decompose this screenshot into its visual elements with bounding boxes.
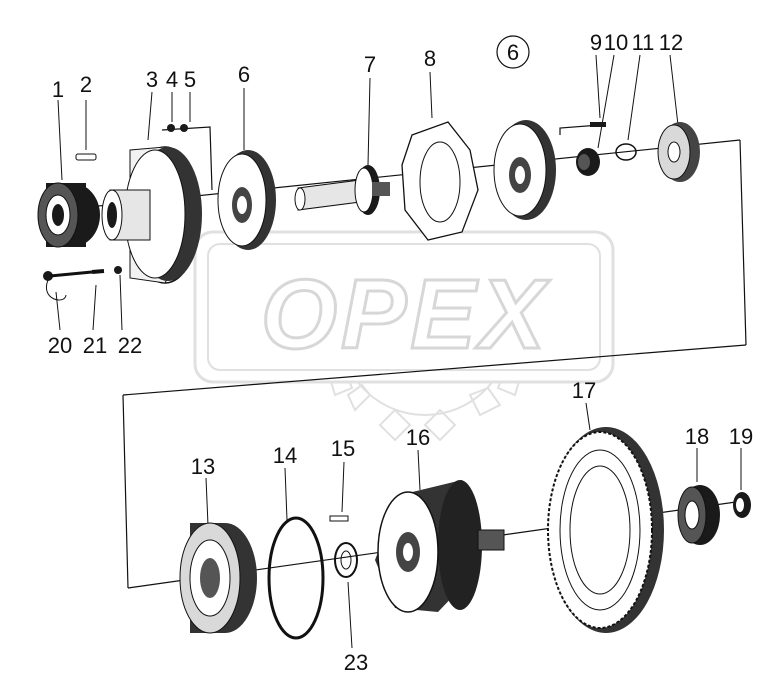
label-part-12: 12 <box>659 30 683 55</box>
label-part-7: 7 <box>364 52 376 77</box>
part-16-clutch-housing <box>375 480 505 613</box>
label-part-4: 4 <box>166 67 178 92</box>
label-part-22: 22 <box>118 333 142 358</box>
part-21-stud <box>91 269 105 274</box>
label-part-21: 21 <box>83 333 107 358</box>
label-part-15: 15 <box>331 436 355 461</box>
watermark-inner-frame <box>207 243 601 371</box>
part-14-o-ring <box>267 516 325 640</box>
part-19-washer <box>733 492 751 518</box>
part-1-bearing <box>37 182 100 248</box>
part-22-washer <box>114 266 122 274</box>
label-part-6-left: 6 <box>238 62 250 87</box>
part-23-washer <box>334 542 358 578</box>
part-10-nut <box>576 148 600 176</box>
label-part-5: 5 <box>184 67 196 92</box>
opex-watermark: OPEX <box>193 230 615 442</box>
watermark-text: OPEX <box>261 259 551 369</box>
label-part-8: 8 <box>424 46 436 71</box>
label-part-14: 14 <box>273 443 297 468</box>
part-6-disc-right <box>493 120 556 220</box>
part-13-drum <box>179 522 257 634</box>
label-part-23: 23 <box>344 650 368 675</box>
part-number-labels: 1 2 3 4 5 6 7 8 6 9 10 11 12 20 21 22 13… <box>48 30 753 675</box>
part-9-bolt <box>590 122 606 127</box>
label-part-11: 11 <box>632 30 655 55</box>
part-5-ball <box>180 124 188 132</box>
part-12-cone-washer <box>657 122 700 182</box>
label-part-20: 20 <box>48 333 72 358</box>
part-2-pin <box>75 153 97 161</box>
part-11-snap-ring <box>615 143 637 161</box>
label-part-1: 1 <box>52 77 64 102</box>
label-part-19: 19 <box>729 424 753 449</box>
label-part-3: 3 <box>146 67 158 92</box>
watermark-outer-frame <box>193 230 615 384</box>
label-part-6-right: 6 <box>507 40 519 65</box>
part-7-splined-shaft <box>294 165 390 215</box>
part-17-ring-gear <box>547 427 664 633</box>
label-part-6-right-circle <box>496 35 530 69</box>
label-part-10: 10 <box>604 30 628 55</box>
part-6-disc-left <box>217 150 276 250</box>
part-8-separator-plate <box>401 121 479 241</box>
part-3-flange-hub <box>101 146 202 284</box>
label-part-13: 13 <box>191 454 215 479</box>
label-part-16: 16 <box>406 425 430 450</box>
part-15-pin <box>329 515 349 522</box>
part-20-bolt <box>43 270 93 301</box>
part-18-bearing <box>677 485 720 545</box>
label-part-17: 17 <box>572 378 596 403</box>
label-part-9: 9 <box>590 30 602 55</box>
part-4-ball <box>167 124 175 132</box>
leader-lines <box>55 54 742 649</box>
label-part-18: 18 <box>685 424 709 449</box>
label-part-2: 2 <box>80 72 92 97</box>
